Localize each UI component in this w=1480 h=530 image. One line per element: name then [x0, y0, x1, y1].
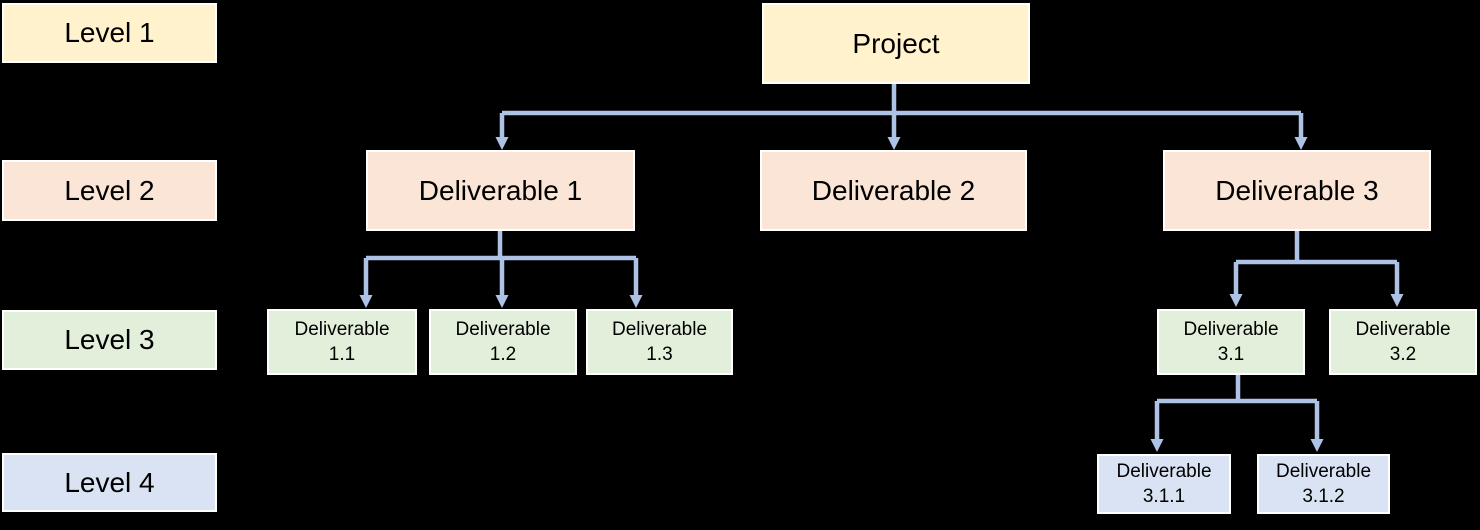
legend-level-1-label: Level 1: [64, 17, 155, 48]
node-project: Project: [762, 3, 1030, 84]
node-deliverable-3-1: Deliverable 3.1: [1157, 309, 1305, 375]
node-deliverable-1-label: Deliverable 1: [418, 174, 583, 206]
node-deliverable-3-1-1-line2: 3.1.1: [1142, 486, 1186, 507]
legend-level-3: Level 3: [2, 310, 217, 370]
connector-project-to-children: [495, 84, 1308, 150]
node-deliverable-2: Deliverable 2: [760, 150, 1027, 231]
node-deliverable-1-3: Deliverable 1.3: [586, 309, 733, 375]
node-deliverable-3-2: Deliverable 3.2: [1329, 309, 1477, 375]
node-deliverable-3-1-2: Deliverable 3.1.2: [1257, 454, 1390, 514]
node-deliverable-1-3-line2: 1.3: [646, 344, 673, 365]
arrowhead-to-deliverable-1-1: [359, 295, 373, 308]
node-deliverable-3-1-1-line1: Deliverable: [1116, 460, 1212, 482]
node-deliverable-1-2: Deliverable 1.2: [429, 309, 577, 375]
legend-level-2: Level 2: [2, 160, 217, 221]
legend-level-4-label: Level 4: [64, 466, 155, 498]
arrowhead-to-deliverable-3-1-1: [1150, 439, 1164, 452]
arrowhead-to-deliverable-3-2: [1390, 294, 1404, 307]
connector-deliverable-3-to-children: [1229, 231, 1404, 307]
node-deliverable-3-1-1: Deliverable 3.1.1: [1097, 454, 1231, 514]
node-deliverable-1: Deliverable 1: [366, 150, 635, 231]
node-deliverable-1-3-line1: Deliverable: [611, 318, 708, 340]
legend-level-1: Level 1: [2, 3, 217, 63]
arrowhead-to-deliverable-1: [495, 137, 509, 150]
node-deliverable-3-1-2-line1: Deliverable: [1275, 460, 1372, 482]
node-deliverable-2-label: Deliverable 2: [811, 174, 976, 206]
arrowhead-to-deliverable-1-3: [629, 295, 643, 308]
node-project-label: Project: [852, 27, 940, 59]
arrowhead-to-deliverable-1-2: [495, 295, 509, 308]
node-deliverable-3-2-line1: Deliverable: [1355, 318, 1451, 340]
arrowhead-to-deliverable-3-1-2: [1310, 439, 1324, 452]
node-deliverable-3-label: Deliverable 3: [1215, 174, 1379, 206]
node-deliverable-3-1-line2: 3.1: [1217, 344, 1245, 365]
legend-level-4: Level 4: [2, 453, 217, 512]
arrowhead-to-deliverable-3-1: [1229, 294, 1243, 307]
arrowhead-to-deliverable-2: [887, 137, 901, 150]
node-deliverable-1-2-line1: Deliverable: [455, 318, 551, 340]
connector-deliverable-3-1-to-children: [1150, 375, 1324, 452]
node-deliverable-3-1-2-line2: 3.1.2: [1302, 486, 1345, 507]
node-deliverable-1-1-line1: Deliverable: [294, 318, 390, 340]
node-deliverable-1-2-line2: 1.2: [489, 344, 517, 365]
legend-level-3-label: Level 3: [64, 324, 155, 355]
legend-level-2-label: Level 2: [64, 174, 155, 206]
node-deliverable-3-2-line2: 3.2: [1389, 344, 1417, 365]
node-deliverable-1-1-line2: 1.1: [328, 344, 356, 365]
connector-deliverable-1-to-children: [359, 231, 643, 308]
node-deliverable-3-1-line1: Deliverable: [1183, 318, 1279, 340]
node-deliverable-1-1: Deliverable 1.1: [267, 309, 417, 375]
node-deliverable-3: Deliverable 3: [1163, 150, 1431, 231]
arrowhead-to-deliverable-3: [1294, 137, 1308, 150]
